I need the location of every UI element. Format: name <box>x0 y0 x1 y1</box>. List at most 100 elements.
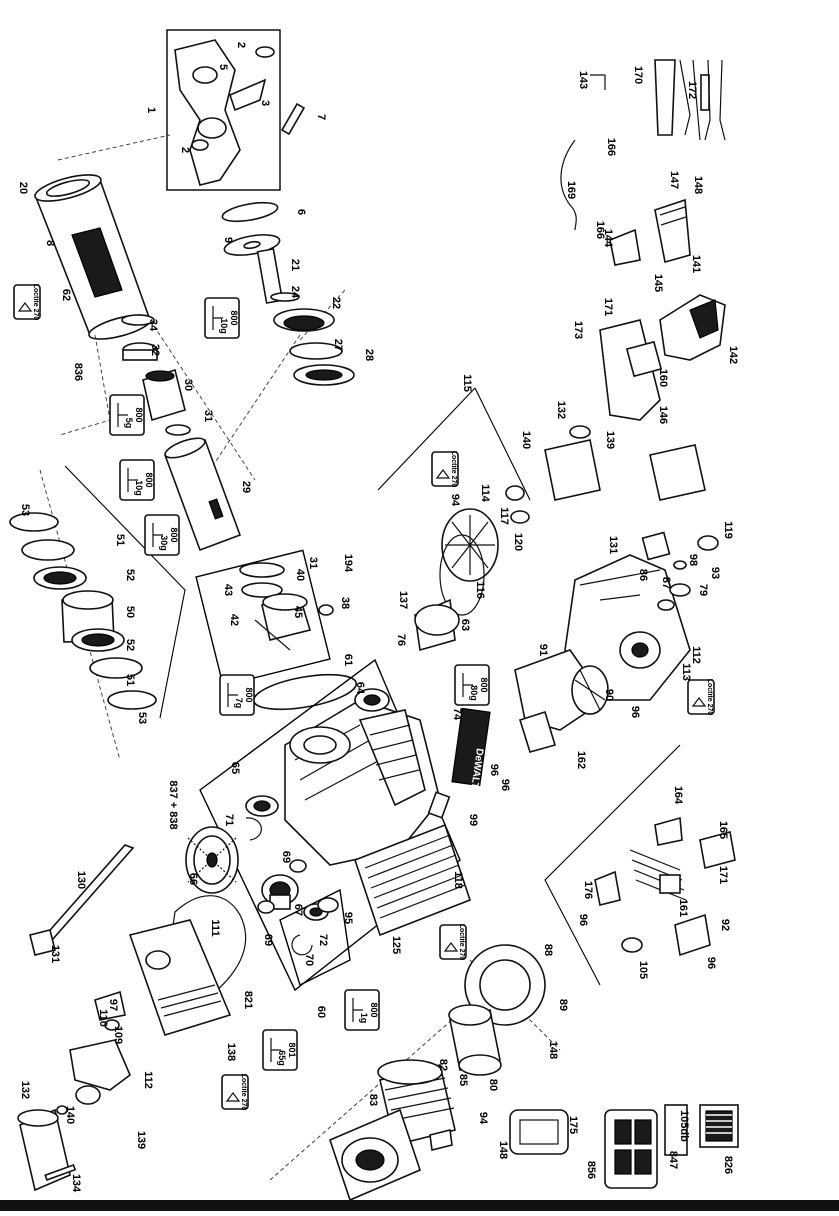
part-small-rings-right <box>657 535 719 611</box>
part-146-housing <box>599 319 663 421</box>
callout-number: 2 <box>179 147 191 153</box>
part-165-switch <box>654 816 683 846</box>
lubricant-code: 800 <box>144 472 154 487</box>
callout-number: 138 <box>225 1043 237 1061</box>
callout-number: 96 <box>499 779 511 791</box>
callout-number: 96 <box>488 764 500 776</box>
part-144-trigger <box>609 228 641 266</box>
callout-number: 79 <box>697 584 709 596</box>
callout-number: 24 <box>289 286 301 299</box>
part-89-brush-ring <box>464 944 546 1026</box>
part-134-side-handle <box>17 1108 77 1192</box>
callout-number: 172 <box>686 81 698 99</box>
callout-number: 134 <box>70 1174 82 1193</box>
part-69-bearing-b <box>289 859 307 873</box>
callout-number: 165 <box>717 821 729 839</box>
callout-number: 847 <box>667 1151 679 1169</box>
callout-number: 96 <box>629 706 641 718</box>
callout-number: 98 <box>687 554 699 566</box>
part-170-tube <box>700 74 710 111</box>
callout-number: 148 <box>547 1041 559 1059</box>
part-116-oring <box>439 534 485 616</box>
part-149-plate <box>649 444 706 501</box>
part-92-module <box>674 913 711 957</box>
callout-number: 9 <box>222 237 234 243</box>
loctite-label: Loctite 270 <box>706 679 713 716</box>
callout-number: 90 <box>603 689 615 701</box>
part-110-gearbox-cover <box>128 919 232 1036</box>
callout-number: 53 <box>19 504 31 516</box>
callout-number: 119 <box>722 521 734 539</box>
callout-number: 169 <box>565 181 577 199</box>
loctite-label: Loctite 270 <box>450 451 457 488</box>
part-847-brush-pair <box>604 1109 658 1189</box>
assembly-box-main <box>199 658 461 992</box>
callout-number: 86 <box>637 569 649 581</box>
callout-number: 88 <box>542 944 554 956</box>
footer-bar <box>0 1200 839 1211</box>
part-20-housing <box>33 174 152 340</box>
callout-number: 31 <box>202 410 214 422</box>
callout-number: 96 <box>577 914 589 926</box>
part-stack-6-28 <box>221 201 355 386</box>
callout-number: 115 <box>461 374 473 392</box>
part-67-gear <box>261 874 299 910</box>
lubricant-weight: 65g <box>277 1050 287 1066</box>
loctite-box: Loctite 270 <box>13 284 41 320</box>
callout-number: 2 <box>235 42 247 48</box>
callout-number: 64 <box>354 682 366 695</box>
callout-number: 34 <box>147 319 159 332</box>
part-motor-housing <box>329 1108 421 1202</box>
callout-number: 38 <box>339 597 351 609</box>
lubricant-code: 800 <box>169 527 179 542</box>
part-116-fan <box>441 508 499 582</box>
callout-number: 856 <box>585 1161 597 1179</box>
callout-number: 20 <box>17 182 29 194</box>
part-172-wires <box>679 59 726 141</box>
lubricant-code: 801 <box>287 1042 297 1057</box>
callout-number: 70 <box>303 954 315 966</box>
callout-number: 140 <box>520 431 532 449</box>
lubricant-code: 800 <box>479 677 489 692</box>
callout-number: 6 <box>295 209 307 215</box>
part-118-cover <box>354 823 471 937</box>
callout-number: 45 <box>292 606 304 618</box>
part-140-139-seal <box>544 425 601 501</box>
part-40-piston <box>239 562 334 651</box>
callout-number: 69 <box>262 934 274 946</box>
callout-number: 28 <box>363 349 375 361</box>
part-826-sound-label: 105db <box>664 1104 690 1156</box>
callout-number: 132 <box>19 1081 31 1099</box>
part-91-90-armature <box>514 649 609 731</box>
callout-number: 69 <box>280 851 292 863</box>
flag-label-icon <box>699 1104 739 1148</box>
callout-number: 80 <box>487 1079 499 1091</box>
loctite-box: Loctite 270 <box>687 679 715 716</box>
callout-number: 94 <box>477 1112 489 1125</box>
callout-number: 112 <box>142 1071 154 1089</box>
callout-number: 111 <box>209 919 221 936</box>
loctite-box: Loctite 270 <box>431 451 459 488</box>
loctite-box: Loctite 270 <box>439 924 467 960</box>
callout-number: 837 + 838 <box>167 780 179 829</box>
callout-number: 92 <box>719 919 731 931</box>
callout-number: 164 <box>672 786 684 805</box>
part-1-handle-assembly <box>174 39 306 186</box>
callout-number: 145 <box>652 274 664 292</box>
lubricant-code: 800 <box>244 687 254 702</box>
callout-number: 5 <box>217 64 229 70</box>
callout-number: 836 <box>72 363 84 381</box>
part-99-label <box>427 791 451 819</box>
callout-number: 171 <box>717 866 729 884</box>
callout-number: 146 <box>657 406 669 424</box>
part-138-clip <box>94 990 126 1031</box>
lubricant-weight: 80g <box>469 685 479 701</box>
part-60-set <box>291 897 339 956</box>
part-69-bearing <box>257 900 275 914</box>
leader-115 <box>377 387 531 501</box>
